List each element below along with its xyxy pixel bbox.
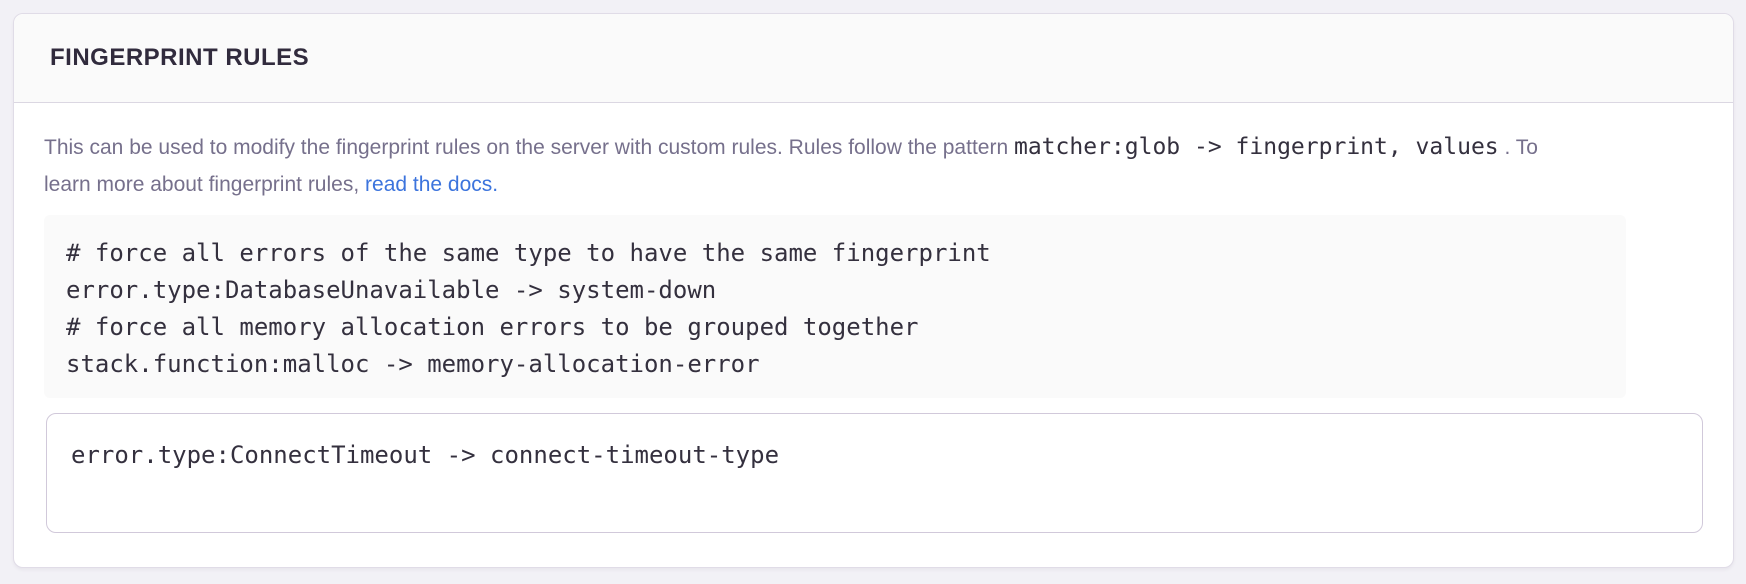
fingerprint-rules-panel: FINGERPRINT RULES This can be used to mo…	[13, 13, 1734, 568]
read-the-docs-link[interactable]: read the docs.	[365, 173, 499, 196]
panel-header: FINGERPRINT RULES	[14, 14, 1733, 103]
pattern-inline-code: matcher:glob -> fingerprint, values	[1013, 134, 1499, 160]
panel-body: This can be used to modify the fingerpri…	[14, 103, 1733, 567]
description-after-text: . To learn more about fingerprint rules,	[44, 136, 1538, 196]
fingerprint-rules-textarea[interactable]: error.type:ConnectTimeout -> connect-tim…	[46, 413, 1703, 533]
example-code-block: # force all errors of the same type to h…	[44, 215, 1626, 398]
panel-title: FINGERPRINT RULES	[50, 44, 310, 71]
description-intro-text: This can be used to modify the fingerpri…	[44, 136, 1009, 159]
description-paragraph: This can be used to modify the fingerpri…	[44, 129, 1549, 203]
